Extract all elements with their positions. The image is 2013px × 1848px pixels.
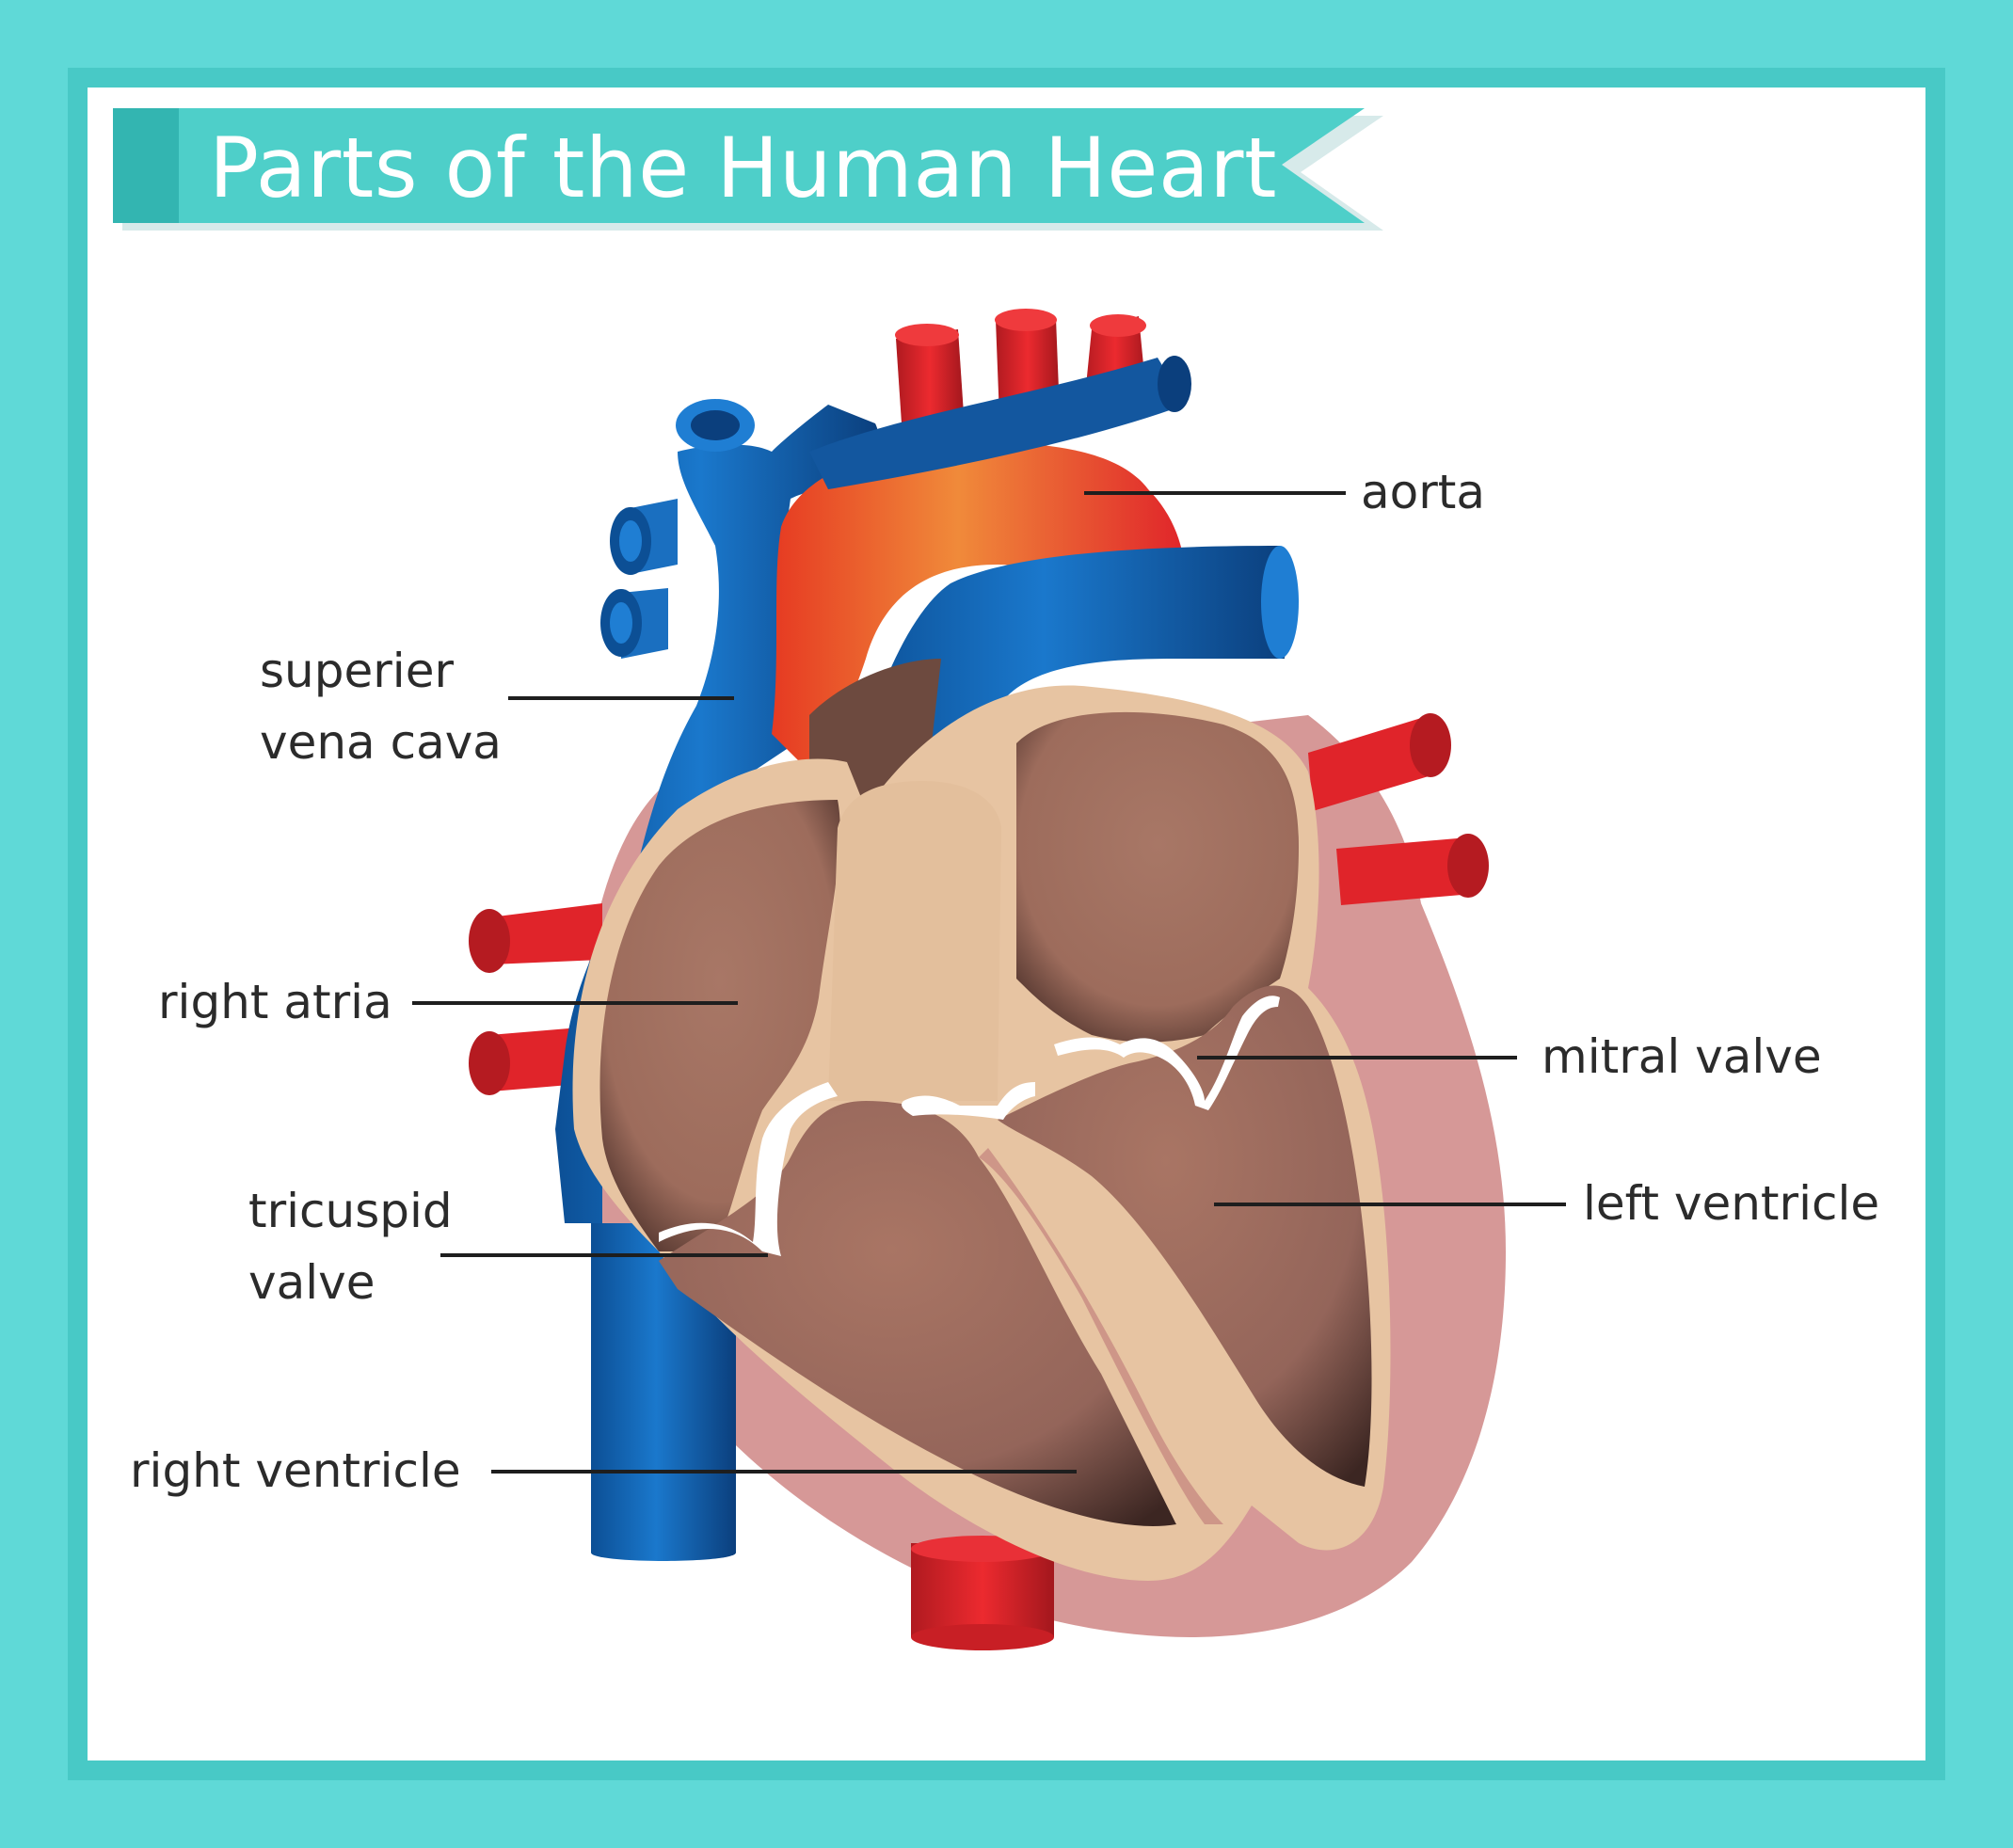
right-ventricle bbox=[659, 1101, 1176, 1526]
title-banner bbox=[113, 108, 1383, 231]
left-atrium bbox=[1016, 711, 1299, 1043]
label-mitral-valve: mitral valve bbox=[1542, 1029, 1822, 1084]
left-ventricle bbox=[998, 985, 1372, 1487]
label-tricuspid-valve-line1: tricuspid bbox=[248, 1184, 453, 1238]
label-superior-vena-cava-line1: superier bbox=[260, 644, 455, 698]
tricuspid-valve bbox=[659, 1082, 838, 1256]
label-right-atria: right atria bbox=[158, 975, 392, 1029]
right-atrium bbox=[599, 800, 840, 1251]
mitral-valve bbox=[1054, 996, 1280, 1110]
label-tricuspid-valve-line2: valve bbox=[248, 1255, 375, 1310]
aortic-valve bbox=[902, 1082, 1035, 1120]
page-title: Parts of the Human Heart bbox=[209, 119, 1277, 216]
label-superior-vena-cava-line2: vena cava bbox=[260, 715, 502, 770]
aorta bbox=[772, 442, 1186, 772]
label-aorta: aorta bbox=[1361, 465, 1486, 519]
inferior-vena-cava bbox=[591, 1223, 736, 1561]
aortic-root bbox=[828, 781, 1001, 1101]
label-right-ventricle: right ventricle bbox=[130, 1443, 461, 1498]
label-left-ventricle: left ventricle bbox=[1583, 1176, 1880, 1231]
